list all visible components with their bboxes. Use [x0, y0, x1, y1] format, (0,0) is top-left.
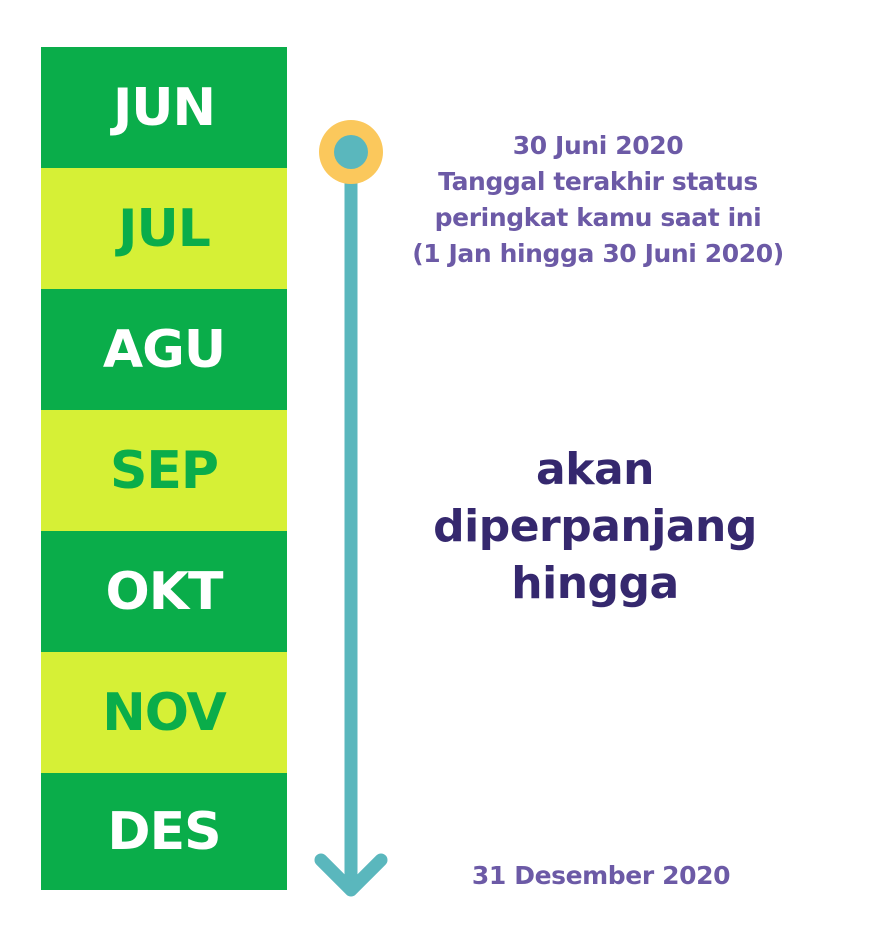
extension-caption: akan diperpanjang hingga — [430, 441, 760, 612]
extension-line-3: hingga — [511, 558, 679, 609]
start-marker-dot — [334, 135, 368, 169]
end-date-caption: 31 Desember 2020 — [471, 861, 731, 890]
start-desc-line-2: peringkat kamu saat ini — [434, 203, 762, 232]
month-block-agu: AGU — [41, 289, 287, 410]
month-block-okt: OKT — [41, 531, 287, 652]
start-desc-line-1: Tanggal terakhir status — [438, 167, 758, 196]
month-block-jul: JUL — [41, 168, 287, 289]
month-block-nov: NOV — [41, 652, 287, 773]
month-block-jun: JUN — [41, 47, 287, 168]
start-date: 30 Juni 2020 — [512, 131, 684, 160]
month-block-des: DES — [41, 773, 287, 890]
month-block-sep: SEP — [41, 410, 287, 531]
extension-line-2: diperpanjang — [433, 501, 757, 552]
start-date-caption: 30 Juni 2020 Tanggal terakhir status per… — [398, 128, 798, 272]
start-desc-line-3: (1 Jan hingga 30 Juni 2020) — [412, 239, 784, 268]
arrow-head — [314, 853, 388, 897]
timeline-arrow — [314, 120, 388, 897]
extension-line-1: akan — [536, 444, 654, 495]
